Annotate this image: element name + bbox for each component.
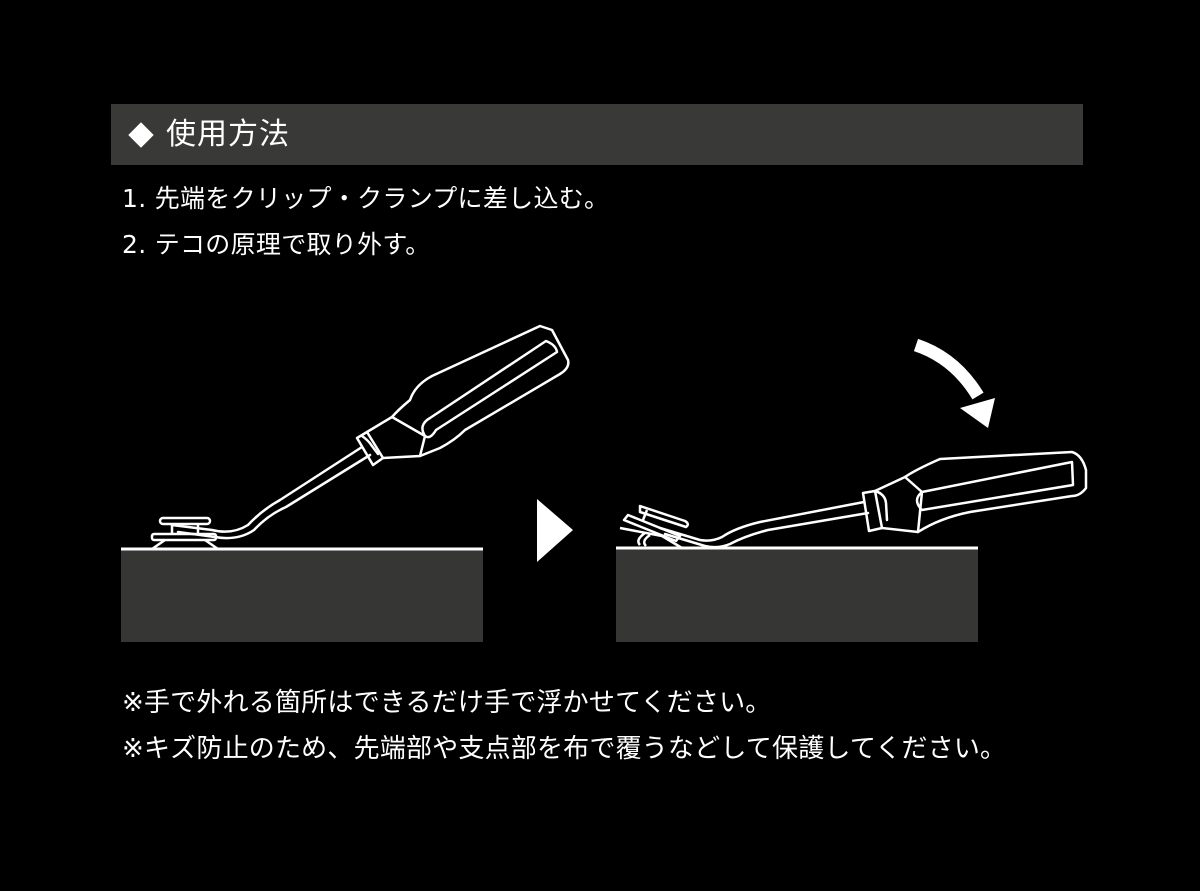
step1-surface-block <box>121 547 483 642</box>
step2-surface-block <box>616 546 978 642</box>
note-2: ※キズ防止のため、先端部や支点部を布で覆うなどして保護してください。 <box>122 734 1007 764</box>
triangle-right-arrow-icon <box>537 499 573 562</box>
section-header: 使用方法 <box>111 104 1083 165</box>
pry-tool-levered-icon <box>658 450 1088 549</box>
step-2: 2. テコの原理で取り外す。 <box>122 230 431 259</box>
lifted-clip-icon <box>619 504 689 550</box>
curved-arrow-down-icon <box>913 338 995 428</box>
section-title: 使用方法 <box>166 116 290 152</box>
pry-tool-icon <box>170 324 570 540</box>
instruction-steps: 1. 先端をクリップ・クランプに差し込む。 2. テコの原理で取り外す。 <box>122 176 609 268</box>
note-1: ※手で外れる箇所はできるだけ手で浮かせてください。 <box>122 688 772 718</box>
step-1: 1. 先端をクリップ・クランプに差し込む。 <box>122 184 610 213</box>
caution-notes: ※手で外れる箇所はできるだけ手で浮かせてください。 ※キズ防止のため、先端部や支… <box>122 680 1006 772</box>
